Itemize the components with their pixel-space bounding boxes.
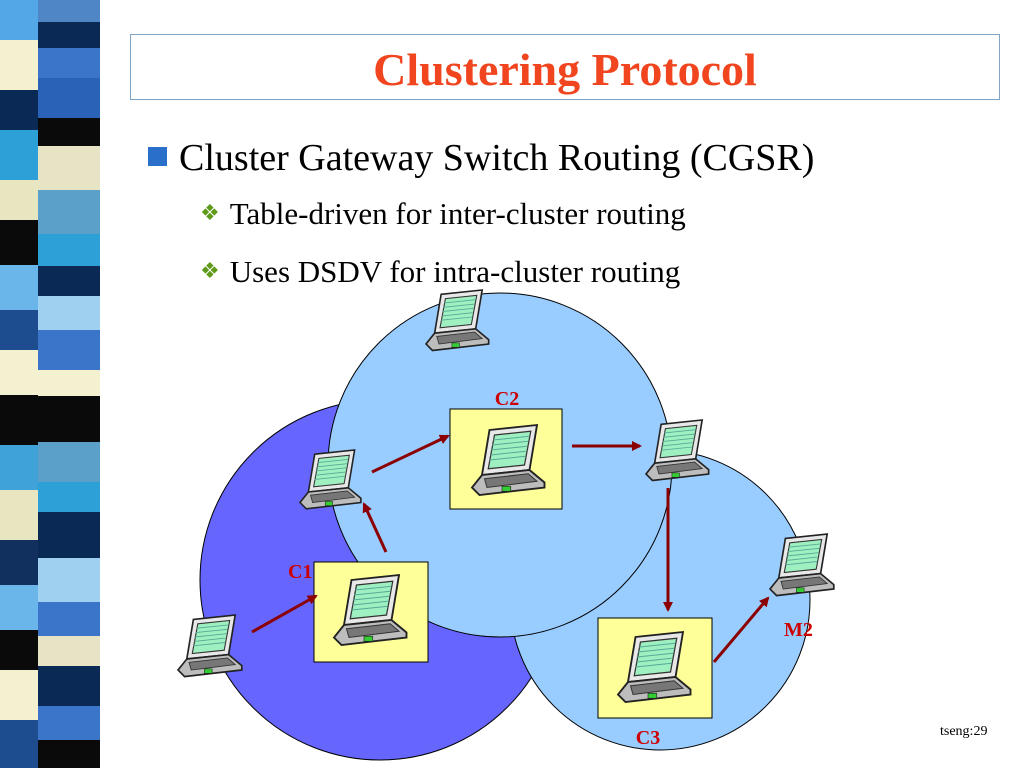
label-c3: C3 [636, 727, 660, 749]
diamond-bullet-icon: ❖ [200, 201, 220, 226]
route-arrow [371, 434, 450, 474]
diamond-bullet-icon: ❖ [200, 259, 220, 284]
slide-footer: tseng:29 [940, 724, 988, 739]
bullet-sub-1-text: Table-driven for inter-cluster routing [229, 196, 686, 231]
route-arrow [251, 594, 318, 634]
bullet-main-text: Cluster Gateway Switch Routing (CGSR) [179, 137, 815, 179]
bullet-sub-1: ❖ Table-driven for inter-cluster routing [200, 196, 686, 232]
slide-title: Clustering Protocol [373, 44, 757, 95]
bullet-sub-2: ❖ Uses DSDV for intra-cluster routing [200, 254, 680, 290]
label-c2: C2 [495, 388, 519, 410]
decorative-stripe [0, 0, 110, 768]
bullet-sub-2-text: Uses DSDV for intra-cluster routing [229, 254, 681, 289]
title-box: Clustering Protocol [130, 34, 1000, 100]
label-c1: C1 [288, 561, 312, 583]
label-m2: M2 [784, 619, 813, 641]
route-arrow [362, 502, 388, 553]
bullet-main: Cluster Gateway Switch Routing (CGSR) [148, 136, 814, 180]
square-bullet-icon [148, 147, 167, 166]
route-arrow [712, 596, 770, 663]
